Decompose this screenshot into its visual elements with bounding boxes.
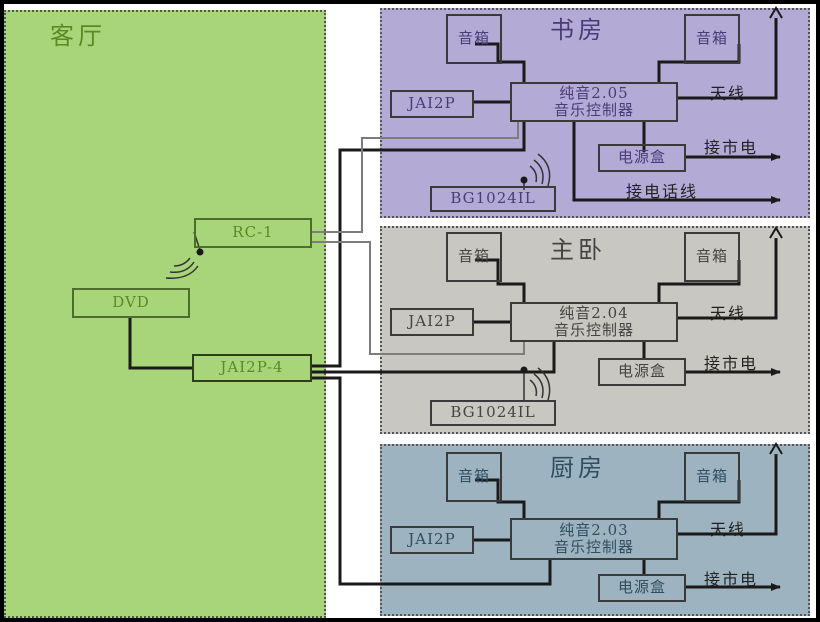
study-controller-model: 纯音2.05	[559, 83, 629, 102]
bedroom-power-box: 电源盒	[598, 358, 686, 386]
study-antenna-label: 天线	[710, 84, 747, 103]
rc-1-box: RC-1	[194, 218, 312, 248]
bedroom-antenna-label: 天线	[710, 304, 747, 323]
master-bedroom-title: 主卧	[550, 236, 606, 264]
kitchen-speaker-left: 音箱	[446, 452, 502, 502]
kitchen-speaker-right: 音箱	[684, 452, 740, 502]
kitchen-controller-model: 纯音2.03	[559, 520, 629, 539]
kitchen-controller-label: 音乐控制器	[553, 538, 634, 556]
bedroom-receiver: BG1024IL	[430, 400, 556, 426]
study-mains-label: 接市电	[704, 138, 759, 157]
bedroom-mains-label: 接市电	[704, 354, 759, 373]
study-controller: 纯音2.05 音乐控制器	[510, 82, 678, 122]
bedroom-speaker-left: 音箱	[446, 232, 502, 282]
living-room-zone	[4, 10, 326, 618]
bedroom-controller: 纯音2.04 音乐控制器	[510, 302, 678, 342]
study-power-box: 电源盒	[598, 144, 686, 172]
study-title: 书房	[550, 16, 606, 44]
kitchen-title: 厨房	[550, 454, 606, 482]
bedroom-jai2p: JAI2P	[390, 308, 474, 336]
study-receiver: BG1024IL	[430, 186, 556, 212]
study-speaker-right: 音箱	[684, 14, 740, 64]
kitchen-jai2p: JAI2P	[390, 526, 474, 554]
diagram-frame: 客厅 RC-1 DVD JAI2P-4 书房 音箱 音箱 JAI2P 纯音2.0…	[4, 4, 816, 618]
study-phone-label: 接电话线	[626, 182, 699, 201]
study-speaker-left: 音箱	[446, 14, 502, 64]
bedroom-controller-model: 纯音2.04	[559, 303, 629, 322]
study-jai2p: JAI2P	[390, 90, 474, 118]
wiring	[128, 6, 783, 591]
living-room-title: 客厅	[50, 22, 106, 50]
kitchen-controller: 纯音2.03 音乐控制器	[510, 518, 678, 560]
kitchen-mains-label: 接市电	[704, 570, 759, 589]
dvd-box: DVD	[72, 288, 190, 318]
jai2p-4-hub: JAI2P-4	[192, 354, 312, 382]
kitchen-antenna-label: 天线	[710, 520, 747, 539]
bedroom-controller-label: 音乐控制器	[553, 321, 634, 339]
kitchen-power-box: 电源盒	[598, 574, 686, 602]
study-controller-label: 音乐控制器	[553, 101, 634, 119]
bedroom-speaker-right: 音箱	[684, 232, 740, 282]
